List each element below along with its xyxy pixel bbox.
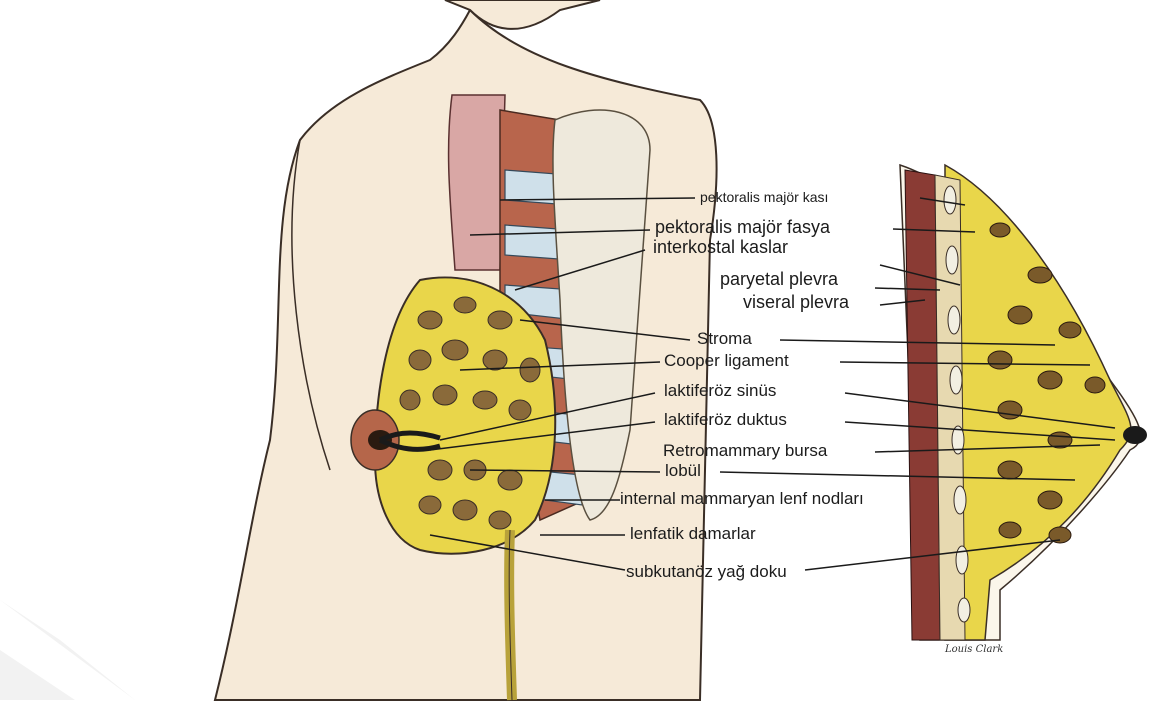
frontal-view xyxy=(215,0,717,700)
pectoralis-major xyxy=(449,95,505,270)
label-subcutaneous-fat: subkutanöz yağ doku xyxy=(626,563,787,580)
label-visceral-pleura: viseral plevra xyxy=(743,293,849,311)
label-cooper-ligament: Cooper ligament xyxy=(664,352,789,369)
artist-signature: Louis Clark xyxy=(944,644,1003,655)
label-lymphatic-vessels: lenfatik damarlar xyxy=(630,525,756,542)
label-intercostal-muscles: interkostal kaslar xyxy=(653,238,788,256)
sagittal-view xyxy=(900,165,1147,640)
label-parietal-pleura: paryetal plevra xyxy=(720,270,838,288)
label-internal-mammary-nodes: internal mammaryan lenf nodları xyxy=(620,490,864,507)
label-lactiferous-sinus: laktiferöz sinüs xyxy=(664,382,776,399)
label-pectoralis-major-muscle: pektoralis majör kası xyxy=(700,190,828,204)
label-retromammary-bursa: Retromammary bursa xyxy=(663,442,827,459)
label-lobule: lobül xyxy=(665,462,701,479)
sagittal-fat xyxy=(945,165,1131,640)
sagittal-nipple xyxy=(1123,426,1147,444)
label-pectoralis-major-fascia: pektoralis majör fasya xyxy=(655,218,830,236)
label-lactiferous-duct: laktiferöz duktus xyxy=(664,411,787,428)
label-stroma: Stroma xyxy=(697,330,752,347)
